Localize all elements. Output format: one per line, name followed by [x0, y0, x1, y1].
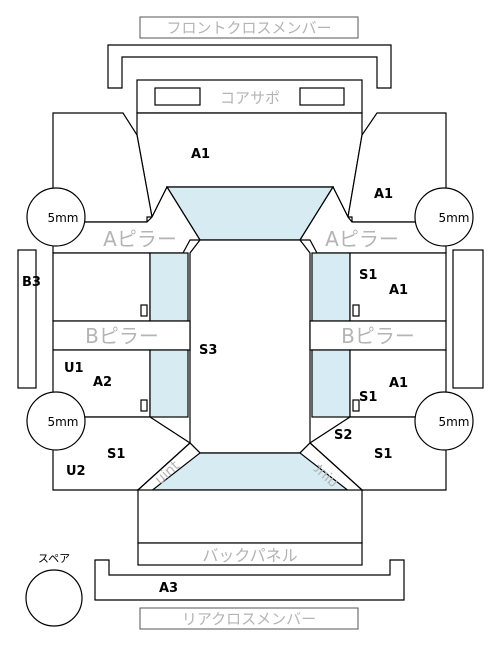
left-b-pillar [52, 320, 191, 351]
right-rear-door-handle [352, 399, 360, 412]
back-panel [137, 542, 363, 566]
right-front-window [311, 252, 351, 322]
code-right-quarter-s1: S1 [374, 447, 392, 462]
rear-right-tire-depth: 5mm [438, 415, 469, 429]
rear-left-tire [26, 391, 86, 451]
left-front-door [52, 252, 151, 322]
core-support-label: コアサポ [220, 89, 280, 107]
left-rear-door-handle [140, 399, 148, 412]
code-left-rear-door-a2: A2 [93, 375, 112, 390]
right-b-pillar-label: Bピラー [341, 324, 415, 348]
left-a-pillar-label: Aピラー [103, 227, 177, 251]
back-panel-label: バックパネル [202, 546, 297, 565]
front-bumper-bracket [107, 44, 392, 89]
code-hood-a1: A1 [191, 147, 210, 162]
rear-right-tire [414, 391, 474, 451]
right-b-pillar [309, 320, 447, 351]
code-right-rear-door-a1: A1 [389, 376, 408, 391]
right-a-pillar-label: Aピラー [325, 227, 399, 251]
front-right-tire-depth: 5mm [438, 211, 469, 225]
left-rear-window [149, 349, 189, 418]
code-right-front-door-s1: S1 [359, 268, 377, 283]
core-support-left-slot [154, 87, 201, 106]
right-rocker-panel [452, 249, 484, 389]
core-support-right-slot [299, 87, 345, 106]
code-roof-s3: S3 [199, 343, 217, 358]
code-right-fender-a1: A1 [374, 187, 393, 202]
left-front-window [149, 252, 189, 322]
right-front-fender [347, 112, 447, 223]
front-cross-member-label: フロントクロスメンバー [166, 19, 331, 37]
trunk-lid [137, 489, 363, 544]
front-left-tire-depth: 5mm [47, 211, 78, 225]
rear-bumper-bracket [94, 559, 405, 601]
code-right-front-door-a1: A1 [389, 283, 408, 298]
code-left-rear-door-u1: U1 [64, 361, 84, 376]
code-left-quarter-s1: S1 [107, 447, 125, 462]
code-left-rocker-b3: B3 [22, 275, 41, 290]
rear-cross-member-box [139, 607, 359, 630]
left-front-door-handle [140, 304, 148, 317]
code-right-quarter-s2: S2 [334, 428, 352, 443]
left-b-pillar-label: Bピラー [85, 324, 159, 348]
code-left-quarter-u2: U2 [66, 464, 86, 479]
front-cross-member-box [139, 16, 359, 39]
code-rear-bumper-a3: A3 [159, 581, 178, 596]
rear-cross-member-label: リアクロスメンバー [182, 610, 316, 628]
code-right-rear-door-s1: S1 [359, 390, 377, 405]
spare-tire [25, 569, 83, 627]
spare-tire-label: スペア [38, 552, 70, 565]
left-rocker-panel [17, 249, 37, 389]
right-rear-window [311, 349, 351, 418]
right-front-door [349, 252, 447, 322]
rear-left-tire-depth: 5mm [47, 415, 78, 429]
front-right-tire [414, 187, 474, 247]
right-front-door-handle [352, 304, 360, 317]
front-left-tire [26, 187, 86, 247]
